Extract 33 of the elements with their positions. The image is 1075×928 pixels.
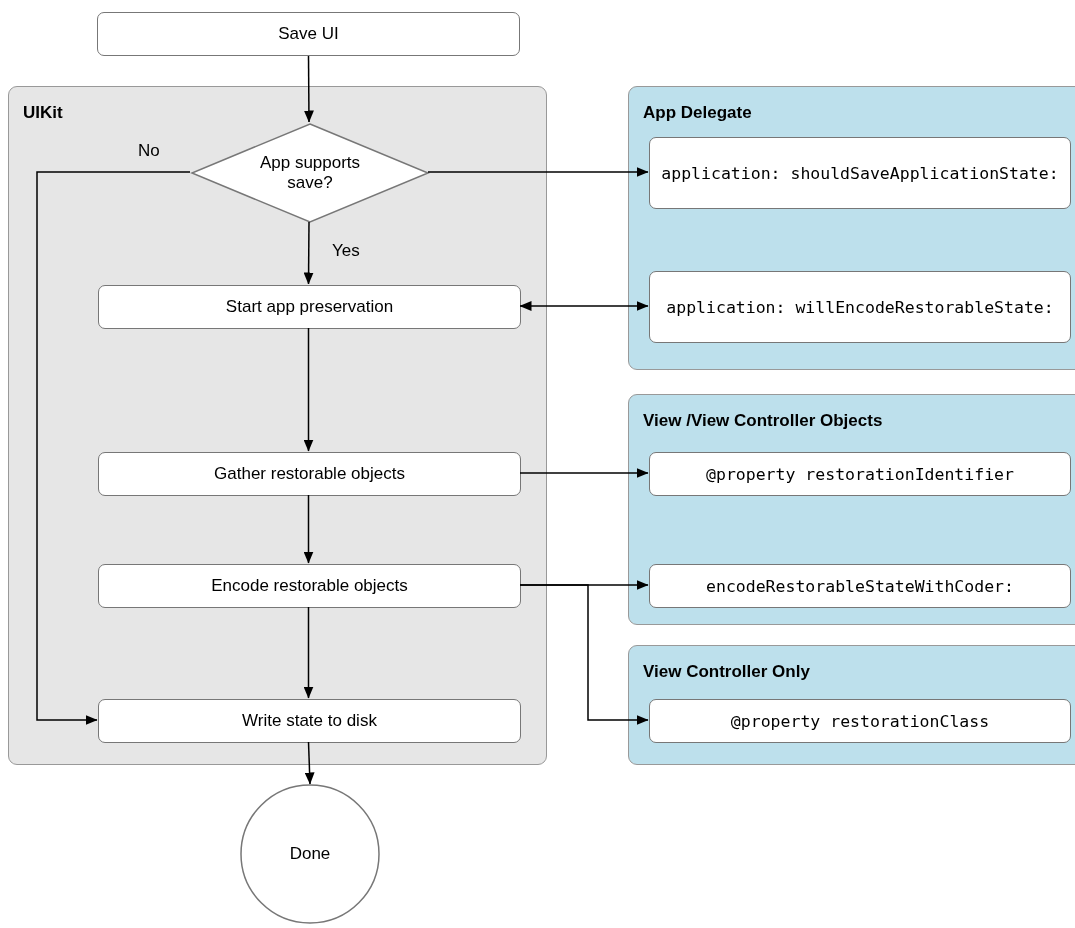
- method-box: encodeRestorableStateWithCoder:: [649, 564, 1071, 608]
- process-box: Encode restorable objects: [98, 564, 521, 608]
- arrow: [303, 494, 314, 564]
- arrow: [303, 55, 314, 123]
- panel-heading: App Delegate: [643, 103, 752, 123]
- swimlane-panel: [8, 86, 547, 765]
- method-box: @property restorationIdentifier: [649, 452, 1071, 496]
- process-box: Gather restorable objects: [98, 452, 521, 496]
- terminal-circle: [240, 784, 380, 924]
- swimlane-panel: [628, 86, 1075, 370]
- method-box: application: willEncodeRestorableState:: [649, 271, 1071, 343]
- arrow: [519, 584, 649, 725]
- arrow: [519, 301, 649, 311]
- arrow: [303, 327, 314, 452]
- arrow: [303, 606, 314, 699]
- process-box: Save UI: [97, 12, 520, 56]
- process-box: Start app preservation: [98, 285, 521, 329]
- swimlane-panel: [628, 645, 1075, 765]
- method-box: @property restorationClass: [649, 699, 1071, 743]
- arrow: [304, 741, 315, 785]
- arrow: [303, 221, 314, 285]
- method-box: application: shouldSaveApplicationState:: [649, 137, 1071, 209]
- node-label: App supports save?: [258, 153, 362, 193]
- node-label: Done: [289, 844, 331, 864]
- decision-diamond: [191, 123, 429, 223]
- panel-heading: UIKit: [23, 103, 63, 123]
- arrow: [427, 167, 649, 177]
- panel-heading: View Controller Only: [643, 662, 810, 682]
- swimlane-panel: [628, 394, 1075, 625]
- panel-heading: View /View Controller Objects: [643, 411, 883, 431]
- arrow: [36, 171, 191, 725]
- arrow: [519, 468, 649, 478]
- process-box: Write state to disk: [98, 699, 521, 743]
